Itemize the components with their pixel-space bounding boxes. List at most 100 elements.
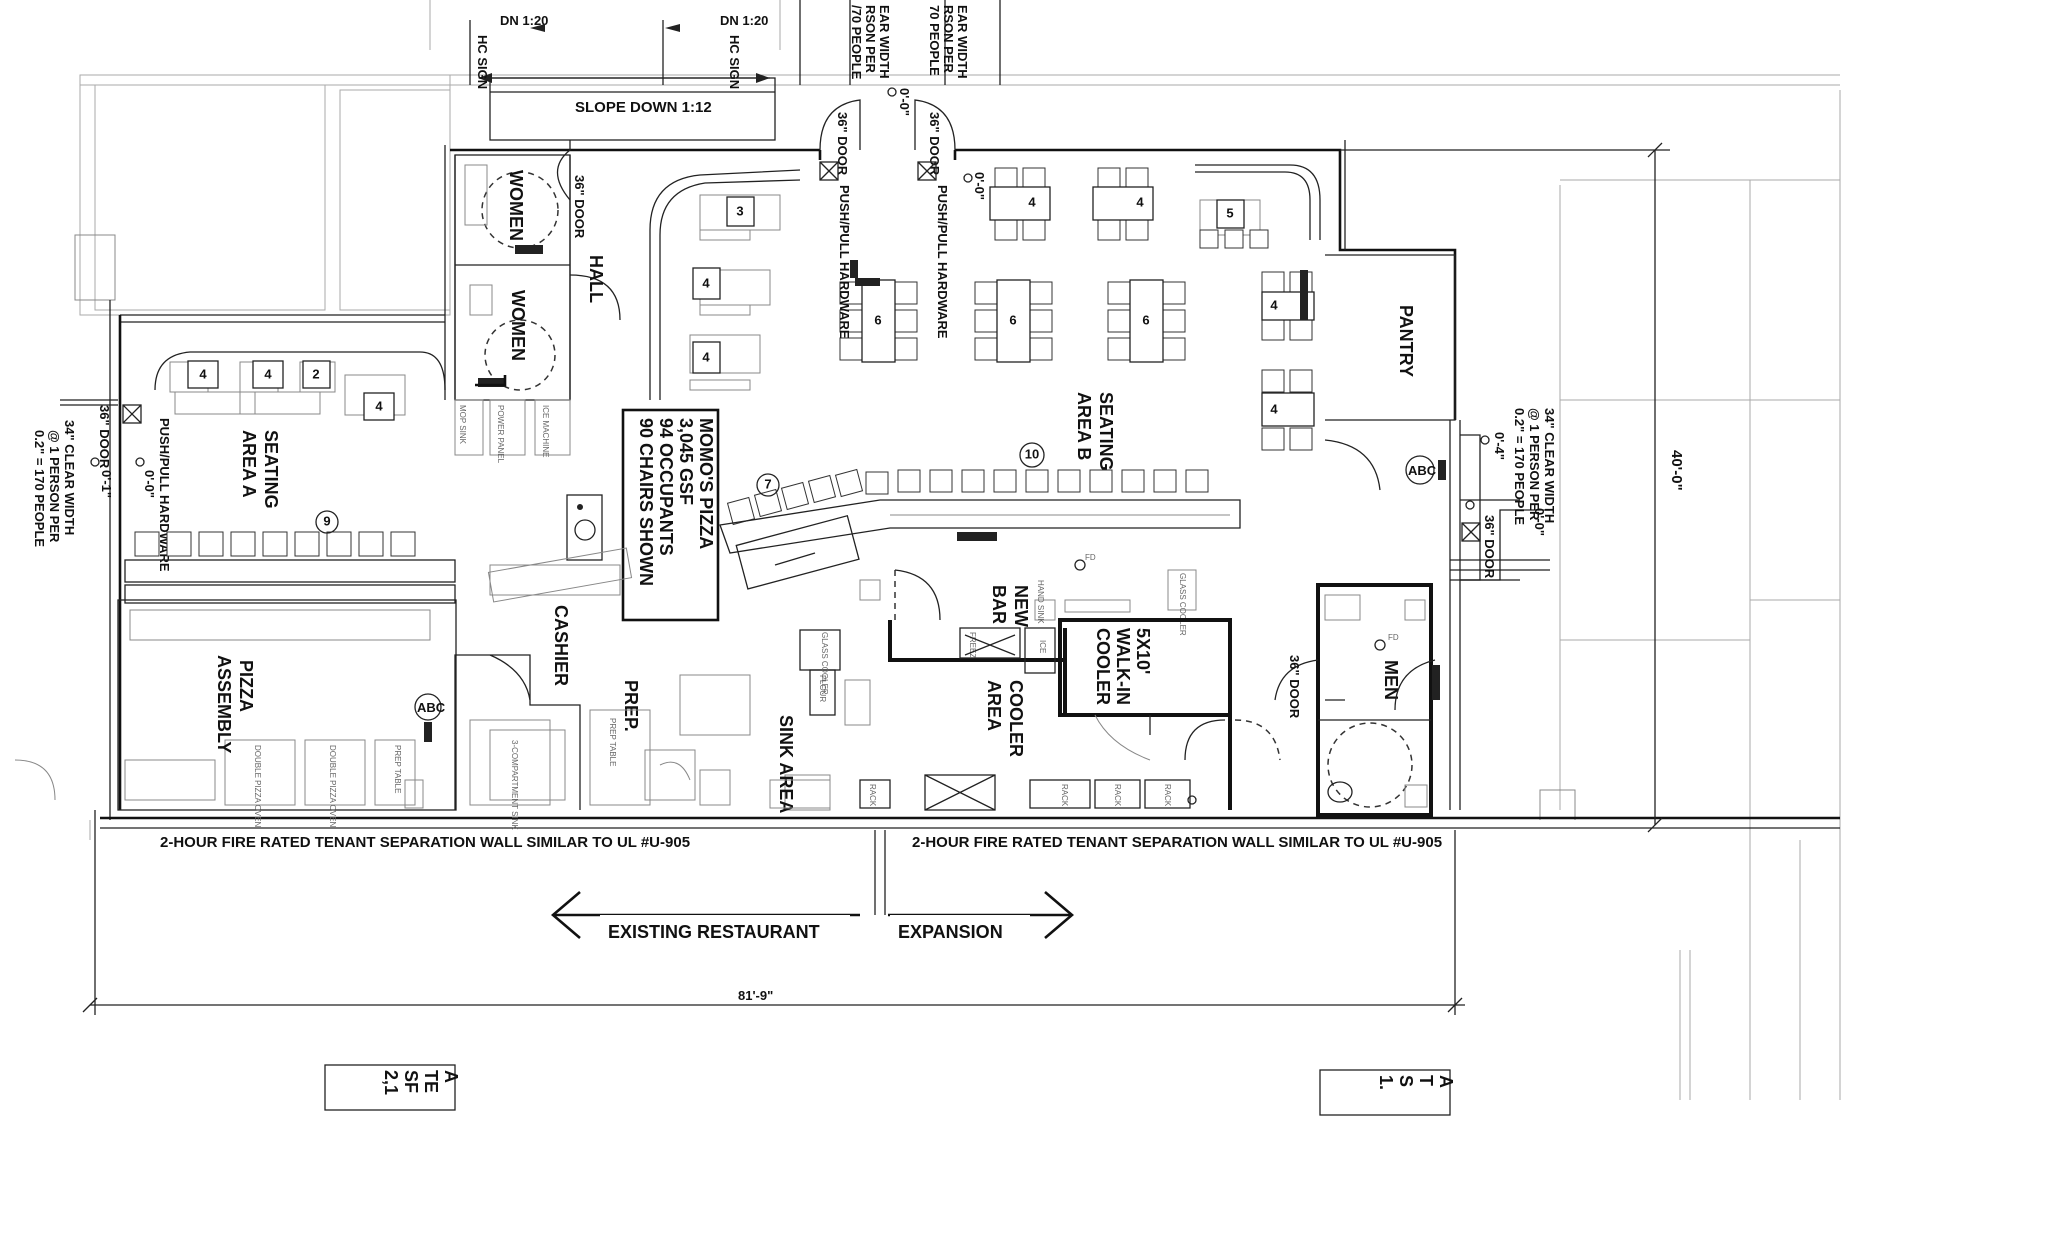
restaurant-name: MOMO'S PIZZA — [696, 418, 716, 549]
entry-dim: 0'-0" — [897, 88, 912, 116]
equipment-note: PREP TABLE — [393, 745, 402, 793]
seating-area-a-label-2: AREA A — [239, 430, 259, 498]
new-bar-label-2: BAR — [989, 585, 1009, 624]
abc-extinguisher-left: ABC — [417, 700, 446, 715]
area-b-wall-tables: 4 4 — [1261, 270, 1315, 451]
push-pull-entry-2: PUSH/PULL HARDWARE — [935, 185, 950, 339]
fire-wall-label-right: 2-HOUR FIRE RATED TENANT SEPARATION WALL… — [912, 834, 1442, 851]
wall-table-number: 4 — [1270, 401, 1278, 416]
gross-square-feet: 3,045 GSF — [676, 418, 696, 505]
clear-width-top-b1: EAR WIDTH — [955, 5, 970, 79]
dn-label-left: DN 1:20 — [500, 13, 548, 28]
door-36-men: 36" DOOR — [1287, 655, 1302, 719]
pizza-assembly: DOUBLE PIZZA OVEN DOUBLE PIZZA OVEN PREP… — [117, 599, 551, 827]
door-36-left: 36" DOOR — [97, 405, 112, 469]
stub-right-line-3: S — [1396, 1075, 1416, 1087]
seating-area-a: 4 4 2 4 MOP SINK POWER PANEL ICE MACHINE… — [124, 351, 621, 641]
background-linework — [14, 0, 1841, 1100]
six-top-number: 6 — [1009, 312, 1016, 327]
hall-label: HALL — [586, 255, 606, 303]
pizza-label: PIZZA — [236, 660, 256, 712]
ice-label: ICE — [1038, 640, 1047, 653]
abc-extinguisher-right: ABC — [1408, 463, 1437, 478]
floor-drain-label: FD — [1085, 553, 1096, 562]
sheet-stubs: A TE SF 2,1 A T S 1. — [324, 1064, 1456, 1116]
area-b-table-number: 4 — [1136, 194, 1144, 209]
bar-stool-count-7: 7 — [764, 476, 771, 491]
cooler-area-label-2: AREA — [984, 680, 1004, 731]
rack-label: RACK — [1113, 784, 1122, 807]
six-top-number: 6 — [874, 312, 881, 327]
entry-ramp: SLOPE DOWN 1:12 DN 1:20 DN 1:20 HC SIGN … — [469, 0, 1001, 141]
right-clear-width-1: 34" CLEAR WIDTH — [1542, 408, 1557, 523]
fire-wall: 2-HOUR FIRE RATED TENANT SEPARATION WALL… — [82, 810, 1840, 1015]
height-dimension: 40'-0" — [1340, 142, 1685, 833]
clear-width-top-2: RSON PER — [863, 5, 878, 74]
glass-cooler-label: GLASS COOLER — [820, 632, 829, 695]
fire-wall-label-left: 2-HOUR FIRE RATED TENANT SEPARATION WALL… — [160, 834, 690, 851]
seating-area-a-label-1: SEATING — [261, 430, 281, 509]
booth-table-number: 3 — [736, 203, 743, 218]
six-top-number: 6 — [1142, 312, 1149, 327]
hc-sign-right: HC SIGN — [727, 35, 742, 89]
door-36-right: 36" DOOR — [1482, 515, 1497, 579]
equipment-note: POWER PANEL — [496, 405, 505, 464]
new-bar-label-1: NEW — [1011, 585, 1031, 627]
glass-cooler-label-2: GLASS COOLER — [1178, 573, 1187, 636]
flour-label: FLOUR — [818, 675, 827, 702]
wheelchair-icon — [566, 494, 603, 561]
clear-width-top-b2: RSON PER — [941, 5, 956, 74]
clear-width-top-3: /70 PEOPLE — [849, 5, 864, 80]
existing-restaurant-label: EXISTING RESTAURANT — [608, 922, 820, 942]
seating-area-b-label-1: SEATING — [1096, 392, 1116, 471]
women-label-2: WOMEN — [508, 290, 528, 361]
corner-table-number: 5 — [1226, 205, 1233, 220]
expansion-label: EXPANSION — [898, 922, 1003, 942]
booth-table-number: 4 — [702, 275, 710, 290]
entry-dim: 0'-0" — [972, 172, 987, 200]
occupant-count: 94 OCCUPANTS — [656, 418, 676, 556]
assembly-label: ASSEMBLY — [214, 655, 234, 753]
seating-area-b-label-2: AREA B — [1074, 392, 1094, 460]
area-a-table-number: 2 — [312, 366, 319, 381]
booth-row: 3 4 4 — [649, 169, 801, 400]
equipment-note: MOP SINK — [458, 405, 467, 445]
area-a-table-number: 4 — [264, 366, 272, 381]
mens-restroom: FD MEN 36" DOOR — [1274, 583, 1440, 817]
clear-width-top-1: EAR WIDTH — [877, 5, 892, 79]
stub-left-line-4: 2,1 — [381, 1070, 401, 1095]
pantry-label: PANTRY — [1396, 305, 1416, 377]
dn-label-right: DN 1:20 — [720, 13, 768, 28]
cooler-area-label-1: COOLER — [1006, 680, 1026, 757]
equipment-note: DOUBLE PIZZA OVEN — [328, 745, 337, 827]
sink-area-label: SINK AREA — [776, 715, 796, 813]
right-dim-1: 0'-4" — [1492, 432, 1507, 460]
bar-stools — [726, 468, 1209, 526]
wall-table-number: 4 — [1270, 297, 1278, 312]
area-a-bar-stools — [134, 531, 416, 557]
left-clear-width-3: 0.2" = 170 PEOPLE — [32, 430, 47, 547]
stub-left-line-1: A — [441, 1070, 461, 1083]
left-clear-width-1: 34" CLEAR WIDTH — [62, 420, 77, 535]
pantry: PANTRY ABC — [1324, 254, 1456, 491]
cooler-area: 5X10' WALK-IN COOLER FREEZ ICE COOLER AR… — [888, 618, 1281, 810]
cashier-label: CASHIER — [551, 605, 571, 686]
door-36-women: 36" DOOR — [572, 175, 587, 239]
stub-right-line-1: A — [1436, 1075, 1456, 1088]
hc-sign-left: HC SIGN — [475, 35, 490, 89]
equipment-note: DOUBLE PIZZA OVEN — [253, 745, 262, 827]
seating-area-b: 4 4 5 6 6 6 — [839, 164, 1321, 471]
overall-height-dimension: 40'-0" — [1668, 450, 1685, 491]
area-b-six-tops: 6 6 6 — [839, 279, 1186, 363]
overall-width-dimension: 81'-9" — [738, 988, 773, 1003]
area-b-table-number: 4 — [1028, 194, 1036, 209]
walk-in-label: WALK-IN — [1113, 628, 1133, 705]
exterior-walls — [109, 140, 1550, 820]
equipment-note: ICE MACHINE — [541, 405, 550, 457]
cashier-prep: 3-COMPARTMENT SINK CASHIER PREP. PREP TA… — [454, 579, 881, 830]
area-a-table-number: 4 — [199, 366, 207, 381]
clear-width-top-b3: 70 PEOPLE — [927, 5, 942, 76]
walk-in-cooler-label: COOLER — [1093, 628, 1113, 705]
stub-left-line-2: TE — [421, 1070, 441, 1093]
right-dim-2: 0'-0" — [1532, 508, 1547, 536]
